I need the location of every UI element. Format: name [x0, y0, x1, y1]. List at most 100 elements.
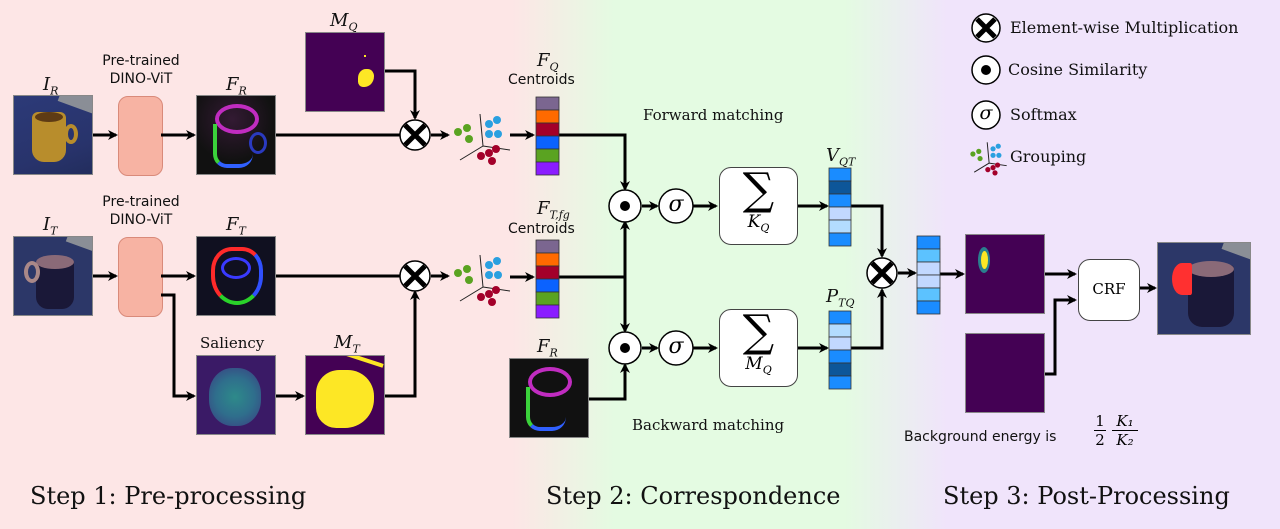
vector-cell	[535, 109, 560, 124]
fq-label: FQ	[537, 50, 559, 74]
ft-label: FT	[226, 214, 246, 238]
grouping-icon	[970, 142, 1007, 176]
ptq-vector	[828, 310, 852, 390]
arrow-fq-to-cos-top	[559, 133, 630, 191]
ptq-label: PTQ	[826, 286, 855, 310]
sum-mq-subscript: MQ	[745, 354, 772, 377]
it-label: IT	[43, 214, 58, 238]
vector-cell	[535, 239, 560, 254]
target-image	[13, 236, 93, 316]
vector-cell	[828, 310, 852, 325]
mt-label: MT	[334, 332, 360, 356]
cosine-similarity-icon	[971, 55, 1001, 85]
element-wise-multiplication-icon	[971, 13, 1001, 43]
vector-cell	[828, 167, 852, 182]
vector-cell	[535, 304, 560, 319]
vector-cell	[828, 206, 852, 221]
reference-features-backward	[509, 358, 589, 438]
forward-matching-map	[965, 234, 1045, 314]
legend-item-multiplication: Element-wise Multiplication	[1010, 18, 1239, 37]
vector-cell	[828, 232, 852, 247]
arrow-mq-to-mult	[385, 69, 420, 120]
vector-cell	[916, 287, 941, 302]
vector-cell	[535, 96, 560, 111]
ir-label: IR	[43, 74, 59, 98]
dino-vit-backbone-bottom	[118, 237, 163, 317]
vector-cell	[828, 362, 852, 377]
legend-item-grouping: Grouping	[1010, 147, 1087, 166]
step3-title: Step 3: Post-Processing	[943, 482, 1230, 510]
crf-label: CRF	[1092, 280, 1126, 298]
arrow-fr-to-cos-bottom	[589, 363, 630, 401]
fr-label: FR	[226, 74, 247, 98]
vqt-label: VQT	[826, 145, 856, 169]
ftfg-centroids-vector	[535, 239, 560, 319]
sum-symbol: ∑	[742, 164, 775, 215]
grouping-icon	[454, 254, 511, 306]
softmax-icon	[658, 330, 694, 366]
softmax-icon	[971, 100, 1001, 130]
backward-matching-label: Backward matching	[632, 416, 785, 434]
fq-centroids-vector	[535, 96, 560, 176]
vector-cell	[828, 193, 852, 208]
vqt-vector	[828, 167, 852, 247]
vector-cell	[828, 219, 852, 234]
softmax-sigma-bottom: σ	[668, 334, 684, 359]
vector-cell	[916, 235, 941, 250]
vector-cell	[916, 248, 941, 263]
step1-title: Step 1: Pre-processing	[30, 482, 307, 510]
arrow-mt-to-mult	[385, 290, 420, 398]
sum-kq-box: ∑ KQ	[719, 164, 798, 245]
element-wise-multiplication-icon	[866, 257, 898, 289]
target-features	[196, 236, 276, 316]
legend-sigma: σ	[979, 102, 993, 124]
crf-box: CRF	[1078, 259, 1140, 321]
vector-cell	[916, 274, 941, 289]
vector-cell	[535, 291, 560, 306]
mq-label: MQ	[330, 10, 358, 34]
cosine-similarity-icon	[608, 331, 642, 365]
softmax-sigma-top: σ	[668, 192, 684, 217]
arrow-bg-to-crf	[1045, 295, 1077, 376]
step2-title: Step 2: Correspondence	[546, 482, 841, 510]
vector-cell	[535, 122, 560, 137]
combined-vector	[916, 235, 941, 315]
vector-cell	[916, 300, 941, 315]
segmented-output-image	[1157, 242, 1251, 335]
reference-image	[13, 95, 93, 175]
cosine-similarity-icon	[608, 189, 642, 223]
fr-backward-label: FR	[537, 336, 558, 360]
softmax-icon	[658, 188, 694, 224]
element-wise-multiplication-icon	[399, 119, 431, 151]
saliency-map	[196, 355, 276, 435]
background-energy-formula: 1 2 K₁ K₂	[1094, 412, 1138, 449]
grouping-icon	[454, 113, 511, 165]
vector-cell	[916, 261, 941, 276]
reference-features	[196, 95, 276, 175]
vector-cell	[535, 265, 560, 280]
sum-symbol: ∑	[742, 306, 775, 357]
background-map	[965, 333, 1045, 413]
sum-mq-box: ∑ MQ	[719, 306, 798, 387]
element-wise-multiplication-icon	[399, 260, 431, 292]
forward-matching-label: Forward matching	[643, 106, 784, 124]
vector-cell	[535, 161, 560, 176]
vector-cell	[828, 349, 852, 364]
query-mask	[305, 32, 385, 112]
saliency-label: Saliency	[200, 334, 265, 352]
sum-kq-subscript: KQ	[747, 212, 770, 235]
legend-item-softmax: Softmax	[1010, 105, 1077, 124]
vector-cell	[828, 323, 852, 338]
arrow-vqt-to-mult	[851, 204, 887, 258]
background-energy-text: Background energy is	[904, 429, 1057, 445]
vector-cell	[535, 278, 560, 293]
vector-cell	[828, 375, 852, 390]
ftfg-centroids-caption: Centroids	[508, 221, 575, 237]
target-mask	[305, 355, 385, 435]
ftfg-label: FT,fg	[537, 198, 570, 222]
vector-cell	[828, 180, 852, 195]
vector-cell	[828, 336, 852, 351]
